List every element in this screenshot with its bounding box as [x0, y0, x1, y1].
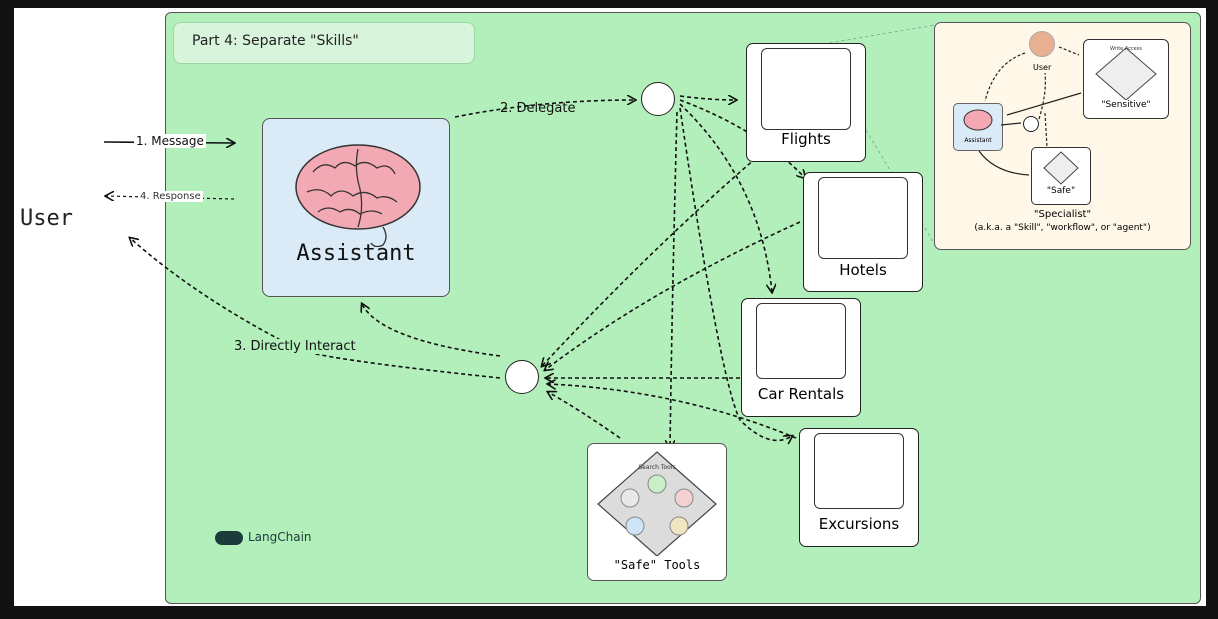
skill-label-excursions: Excursions [818, 515, 900, 533]
inset-edges [978, 46, 1082, 176]
inset-safe-label: "Safe" [1046, 186, 1076, 196]
response-edge-label: 4. Response [138, 191, 203, 202]
title-box: Part 4: Separate "Skills" [173, 22, 475, 64]
direct-edge [130, 238, 501, 379]
inset-assistant-box: Assistant [953, 103, 1003, 151]
skill-label-car-rentals: Car Rentals [757, 385, 845, 403]
delegate-hub [641, 82, 675, 116]
inset-safe-box: "Safe" [1031, 147, 1091, 205]
user-label: User [20, 206, 73, 231]
skill-label-flights: Flights [781, 130, 831, 148]
specialist-thumbnail [814, 433, 904, 509]
safe-tools-label: "Safe" Tools [613, 558, 701, 572]
safe-tools-header: Search Tools [638, 464, 676, 471]
assistant-label: Assistant [296, 241, 416, 266]
direct-edge-label: 3. Directly Interact [232, 339, 358, 354]
safe-diamond-icon [1043, 151, 1079, 185]
specialist-thumbnail [761, 48, 851, 130]
delegate-edge-label: 2. Delegate [500, 101, 576, 116]
inset-sensitive-label: "Sensitive" [1101, 100, 1151, 110]
inset-sensitive-box: Write Access "Sensitive" [1083, 39, 1169, 119]
specialist-thumbnail [818, 177, 908, 259]
skill-label-hotels: Hotels [839, 261, 887, 279]
inset-user-avatar [1029, 31, 1055, 57]
skill-card-flights: Flights [746, 43, 866, 162]
inset-assistant-label: Assistant [964, 137, 992, 144]
specialist-thumbnail [756, 303, 846, 379]
inset-hub [1023, 116, 1039, 132]
inset-aka-label: (a.k.a. a "Skill", "workflow", or "agent… [974, 223, 1151, 233]
inset-brain-icon [963, 109, 993, 131]
return-hub [505, 360, 539, 394]
assistant-node: Assistant [262, 118, 450, 297]
message-edge-label: 1. Message [134, 134, 206, 148]
specialist-inset: User Write Access "Sensitive" Assistant … [934, 22, 1191, 250]
brain-icon [295, 144, 421, 247]
langchain-logo-icon [215, 531, 243, 545]
skill-card-hotels: Hotels [803, 172, 923, 292]
skill-card-excursions: Excursions [799, 428, 919, 547]
inset-user-label: User [1033, 63, 1052, 72]
page-title: Part 4: Separate "Skills" [192, 33, 359, 49]
brand-label: LangChain [248, 530, 312, 544]
safe-tools-card: Search Tools "Safe" Tools [587, 443, 727, 581]
skill-card-car-rentals: Car Rentals [741, 298, 861, 417]
inset-sensitive-header: Write Access [1110, 46, 1142, 52]
tools-diamond [597, 451, 717, 556]
inset-specialist-label: "Specialist" [1033, 209, 1092, 220]
